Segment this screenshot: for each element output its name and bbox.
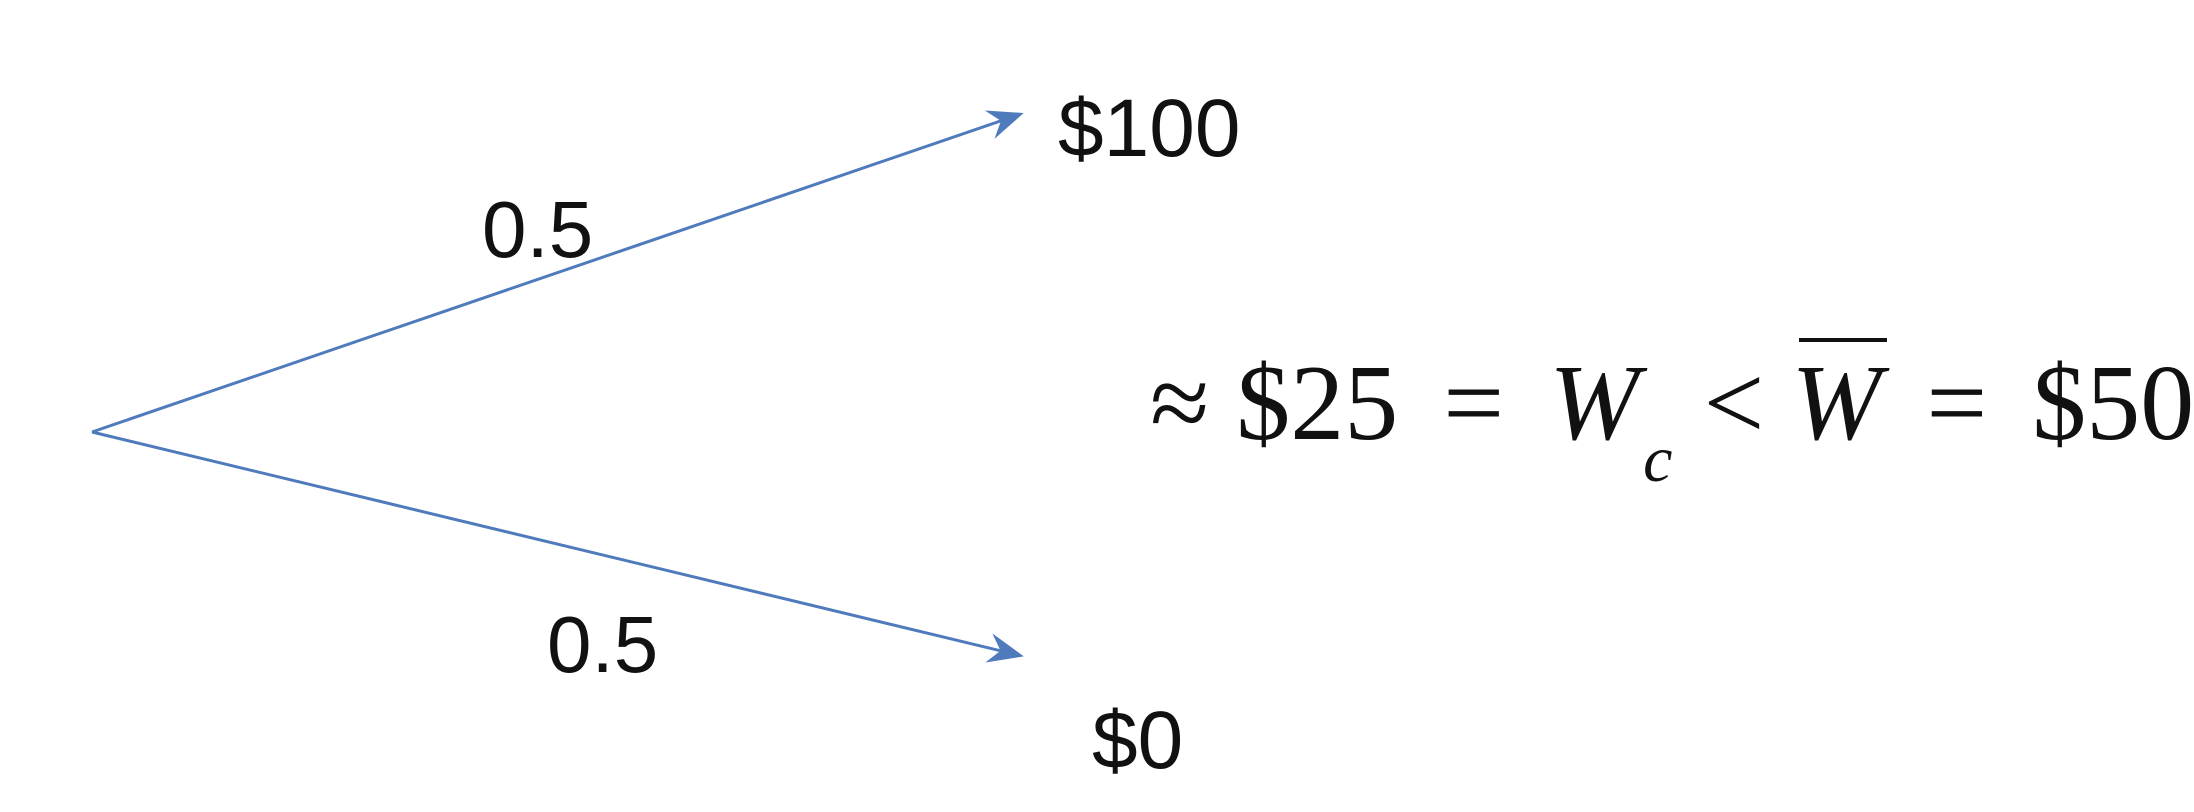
- certainty-equivalent-value: $25: [1236, 344, 1399, 463]
- equals-sign-2: =: [1926, 344, 1988, 463]
- less-than-sign: <: [1703, 344, 1765, 463]
- lower-probability-label: 0.5: [547, 600, 659, 689]
- lower-outcome-label: $0: [1092, 695, 1184, 786]
- approx-symbol: ≈: [1150, 344, 1210, 463]
- w-subscript-c: c: [1643, 423, 1673, 496]
- expected-value: $50: [2032, 344, 2194, 463]
- upper-probability-label: 0.5: [482, 185, 594, 274]
- w-bar-symbol: W: [1791, 338, 1888, 463]
- w-symbol: W: [1549, 344, 1640, 463]
- equals-sign-1: =: [1443, 344, 1505, 463]
- upper-branch-line: [91, 110, 1024, 434]
- lower-branch-line: [91, 430, 1024, 663]
- certainty-equivalent-formula: ≈ $25 = Wc < W = $50: [1150, 338, 2194, 493]
- upper-outcome-label: $100: [1058, 83, 1241, 174]
